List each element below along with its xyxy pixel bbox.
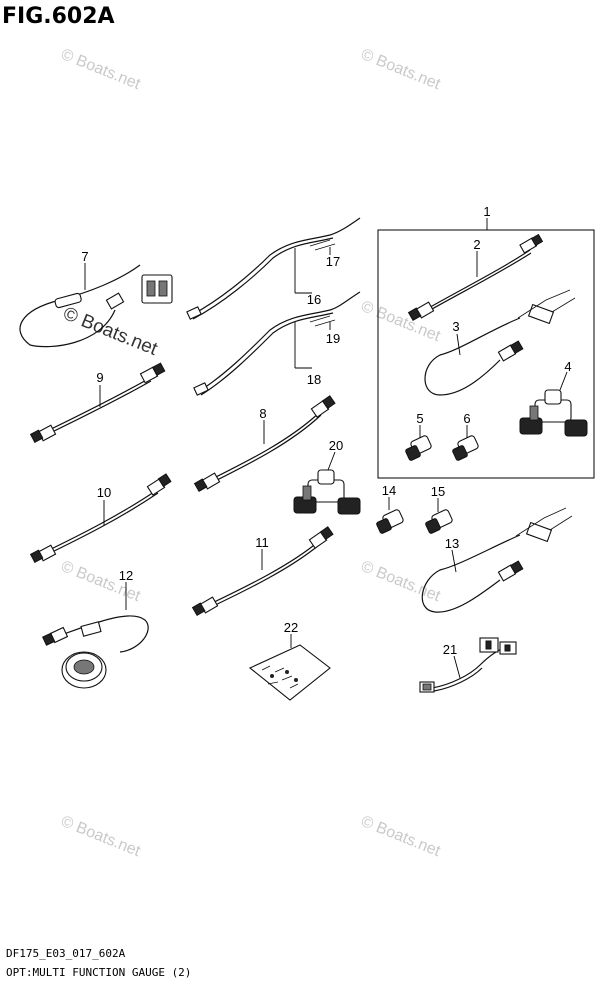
callout-3-leader bbox=[456, 333, 461, 356]
part-6-terminator bbox=[452, 435, 479, 461]
part-20-t-connector bbox=[293, 469, 361, 515]
callout-15: 15 bbox=[431, 484, 445, 499]
callout-21: 21 bbox=[443, 642, 457, 657]
kit-box bbox=[377, 229, 595, 479]
figure-caption: OPT:MULTI FUNCTION GAUGE (2) bbox=[6, 966, 191, 979]
part-18-harness bbox=[193, 291, 361, 396]
callout-18: 18 bbox=[307, 372, 321, 387]
part-22-hardware-bag bbox=[248, 644, 331, 701]
callout-14: 14 bbox=[382, 483, 396, 498]
watermark: © Boats.net bbox=[59, 813, 144, 860]
figure-code: DF175_E03_017_602A bbox=[6, 947, 126, 960]
part-7-cable bbox=[19, 264, 173, 348]
callout-7: 7 bbox=[81, 249, 88, 264]
part-4-t-connector bbox=[519, 389, 588, 437]
figure-title: FIG.602A bbox=[2, 4, 115, 29]
callout-4-leader bbox=[559, 371, 568, 391]
part-21-adapter-harness bbox=[419, 637, 517, 693]
callout-8: 8 bbox=[259, 406, 266, 421]
watermark-group: © Boats.net © Boats.net © Boats.net © Bo… bbox=[59, 46, 444, 860]
part-11-cable bbox=[191, 526, 334, 617]
callout-16: 16 bbox=[307, 292, 321, 307]
callout-20: 20 bbox=[329, 438, 343, 453]
callout-22: 22 bbox=[284, 620, 298, 635]
callout-4: 4 bbox=[564, 359, 571, 374]
part-8-cable bbox=[193, 395, 336, 493]
callout-13-leader bbox=[451, 549, 457, 573]
callout-17: 17 bbox=[326, 254, 340, 269]
callout-3: 3 bbox=[452, 319, 459, 334]
part-2-cable bbox=[407, 233, 544, 322]
part-5-terminator bbox=[405, 435, 432, 461]
callout-2: 2 bbox=[473, 237, 480, 252]
part-13-power-cable bbox=[421, 507, 573, 613]
part-3-power-cable bbox=[424, 289, 576, 396]
callout-5: 5 bbox=[416, 411, 423, 426]
callout-10: 10 bbox=[97, 485, 111, 500]
callout-6: 6 bbox=[463, 411, 470, 426]
callout-13: 13 bbox=[445, 536, 459, 551]
watermark: © Boats.net bbox=[359, 813, 444, 860]
callout-21-leader bbox=[453, 655, 461, 679]
part-12-sensor bbox=[42, 615, 149, 689]
part-9-cable bbox=[29, 362, 166, 443]
part-15-terminator bbox=[425, 509, 453, 534]
callout-11: 11 bbox=[255, 535, 269, 550]
watermark-dark: © Boats.net bbox=[60, 303, 161, 360]
part-14-terminator bbox=[376, 509, 404, 534]
watermark: © Boats.net bbox=[359, 558, 444, 605]
callout-1: 1 bbox=[483, 204, 490, 219]
part-16-harness bbox=[186, 217, 361, 320]
watermark: © Boats.net bbox=[359, 46, 444, 93]
callout-12: 12 bbox=[119, 568, 133, 583]
callout-9: 9 bbox=[96, 370, 103, 385]
part-10-cable bbox=[29, 473, 172, 563]
callout-19: 19 bbox=[326, 331, 340, 346]
callout-20-leader bbox=[327, 451, 336, 471]
watermark: © Boats.net bbox=[59, 46, 144, 93]
